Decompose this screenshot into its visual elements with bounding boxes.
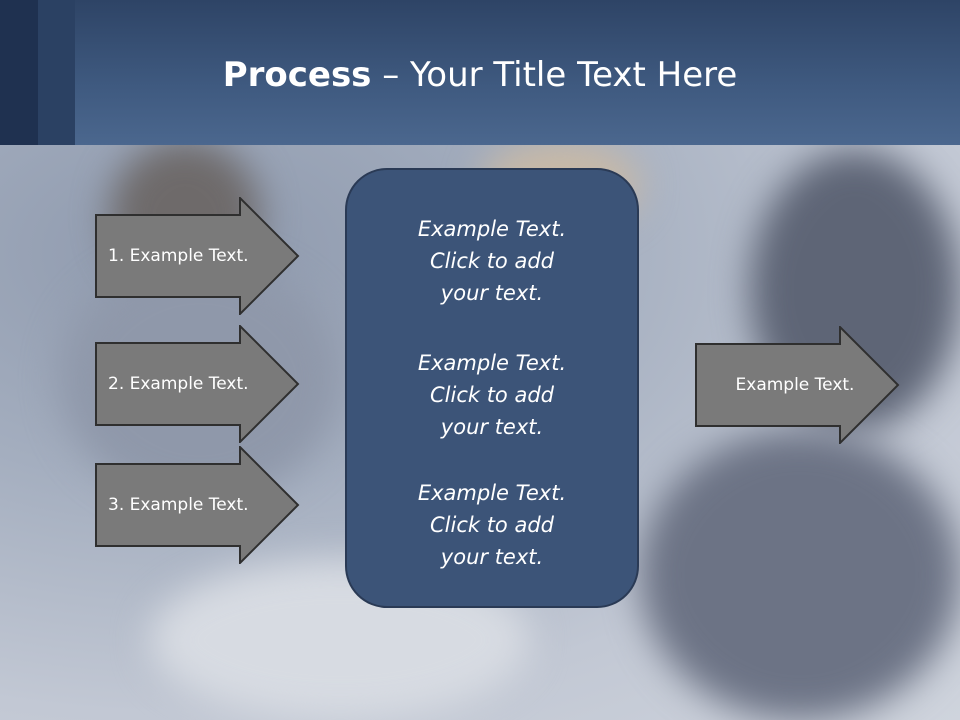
center-text-line: Click to add (429, 249, 554, 273)
arrow-label: Example Text. (735, 375, 855, 395)
arrow-shape (95, 446, 300, 564)
arrow-shape (95, 197, 300, 315)
title-bold-part: Process (222, 55, 372, 95)
center-text-line: Example Text. (417, 217, 567, 241)
background-photo-shape (640, 430, 960, 720)
center-content-box[interactable] (345, 168, 639, 608)
center-text-line: your text. (440, 545, 544, 569)
arrow-shape (95, 325, 300, 443)
center-text-block[interactable]: Example Text. Click to add your text. (345, 347, 639, 443)
slide-title[interactable]: Process – Your Title Text Here (0, 55, 960, 95)
center-text-block[interactable]: Example Text. Click to add your text. (345, 213, 639, 309)
title-rest-part: – Your Title Text Here (371, 55, 738, 95)
banner-accent-bar (38, 0, 75, 145)
banner-accent-bar (0, 0, 38, 145)
center-text-line: Example Text. (417, 351, 567, 375)
process-step-arrow[interactable]: 2. Example Text. (95, 325, 300, 443)
result-arrow[interactable]: Example Text. (695, 326, 900, 444)
process-step-arrow[interactable]: 1. Example Text. (95, 197, 300, 315)
center-text-line: Click to add (429, 513, 554, 537)
center-text-line: your text. (440, 281, 544, 305)
center-text-line: Click to add (429, 383, 554, 407)
title-banner (0, 0, 960, 145)
center-text-line: Example Text. (417, 481, 567, 505)
arrow-label: 2. Example Text. (108, 374, 249, 394)
arrow-shape (695, 326, 900, 444)
arrow-label: 3. Example Text. (108, 495, 249, 515)
center-text-block[interactable]: Example Text. Click to add your text. (345, 477, 639, 573)
arrow-label: 1. Example Text. (108, 246, 249, 266)
process-step-arrow[interactable]: 3. Example Text. (95, 446, 300, 564)
center-text-line: your text. (440, 415, 544, 439)
